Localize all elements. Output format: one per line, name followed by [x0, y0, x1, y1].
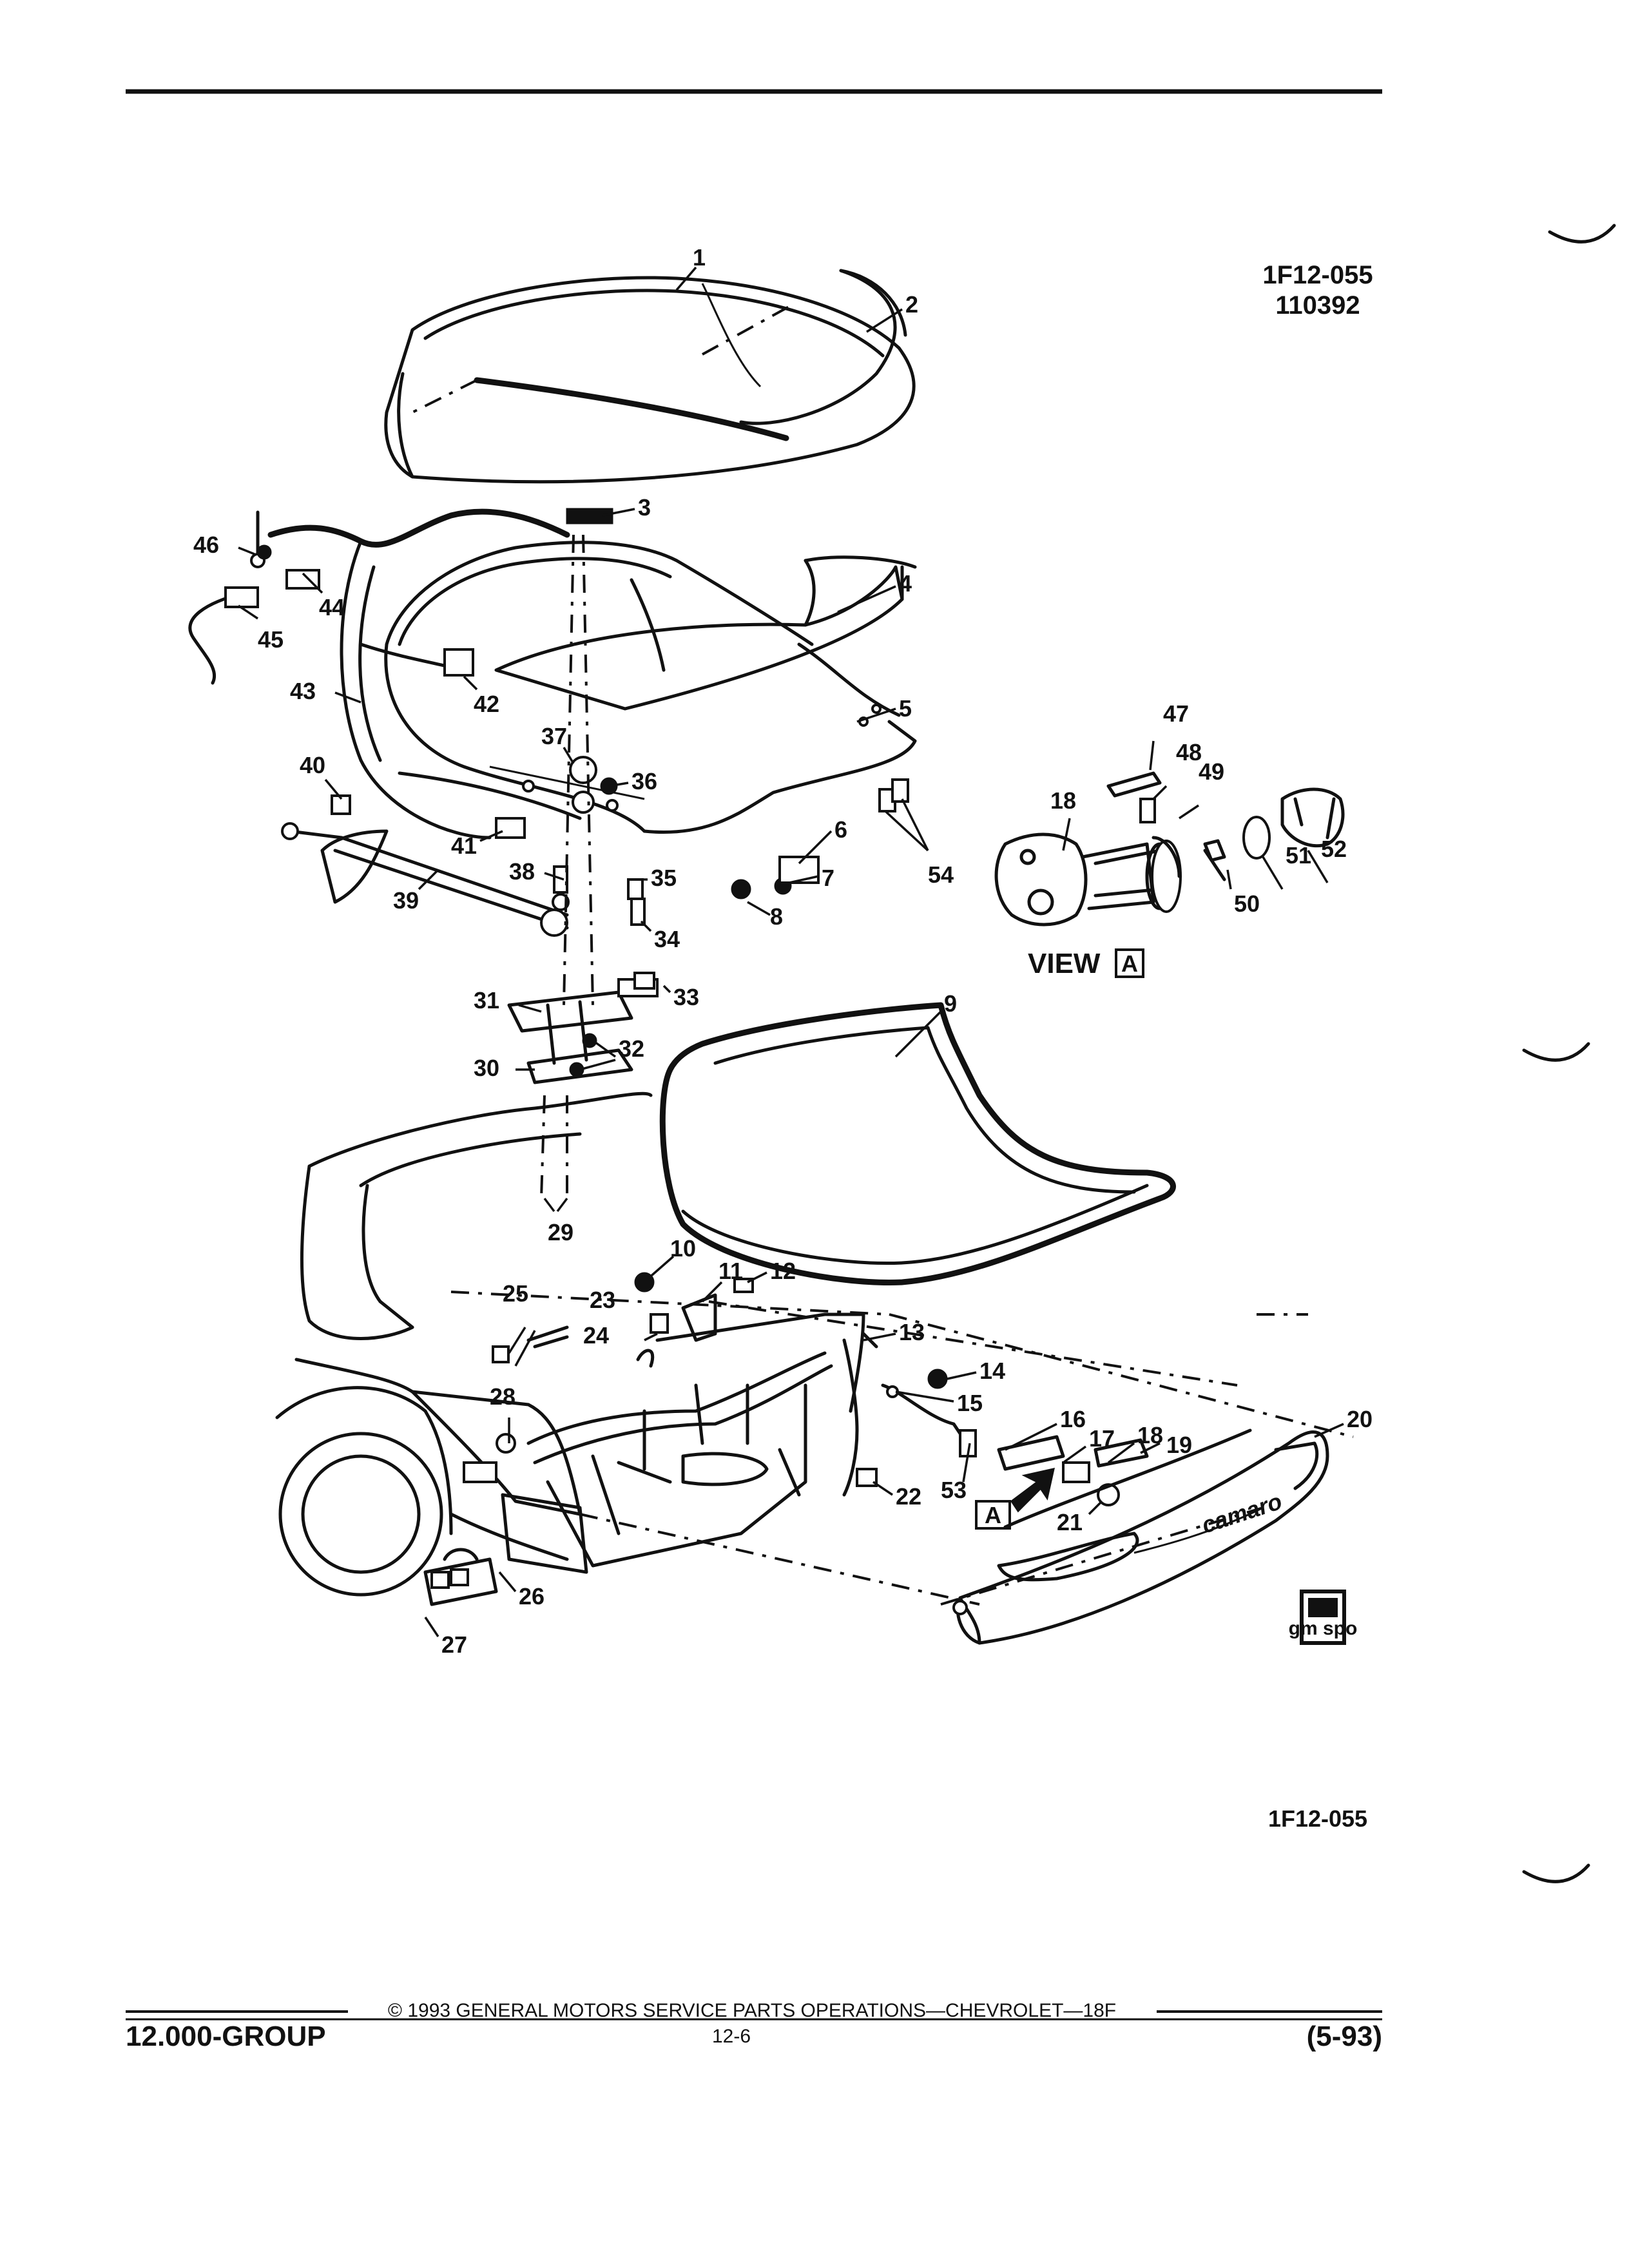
footer-group: 12.000-GROUP	[126, 2021, 326, 2052]
margin-mark-icon	[1522, 1863, 1590, 1883]
callout-42: 42	[474, 691, 499, 717]
callout-12: 12	[770, 1258, 796, 1284]
callout-20: 20	[1347, 1406, 1373, 1432]
callout-19: 19	[1166, 1432, 1192, 1458]
callout-28: 28	[490, 1383, 516, 1410]
leader-lines	[238, 266, 1344, 1637]
callout-labels: 1 2 3 4 5 6 7 8 9 10 11 12 13 14 15 16 1…	[193, 244, 1373, 1658]
callout-37: 37	[541, 723, 567, 749]
footer-copyright: © 1993 GENERAL MOTORS SERVICE PARTS OPER…	[388, 2000, 1116, 2021]
callout-51: 51	[1286, 842, 1311, 869]
callout-45: 45	[258, 626, 284, 653]
view-a-arrow-icon: A	[975, 1468, 1055, 1530]
view-letter: A	[1121, 950, 1138, 977]
callout-8: 8	[770, 903, 783, 930]
rear-fascia-icon: camaro	[952, 1428, 1329, 1645]
callout-36: 36	[631, 768, 657, 794]
callout-23: 23	[590, 1287, 615, 1313]
margin-mark-icon	[1522, 1042, 1590, 1062]
callout-24: 24	[583, 1322, 609, 1349]
callout-18: 18	[1137, 1422, 1163, 1448]
gas-strut-icon	[281, 822, 569, 937]
callout-10: 10	[670, 1235, 696, 1262]
callout-11: 11	[718, 1258, 743, 1284]
callout-9: 9	[944, 990, 957, 1017]
rear-deck-lid-icon	[384, 269, 916, 484]
callout-16: 16	[1060, 1406, 1086, 1432]
callout-39: 39	[393, 887, 419, 914]
deck-lid-seal-icon	[739, 269, 897, 425]
callout-14: 14	[979, 1358, 1005, 1384]
footer-page: 12-6	[712, 2026, 751, 2047]
callout-30: 30	[474, 1055, 499, 1081]
callout-7: 7	[822, 865, 834, 891]
callout-38: 38	[509, 858, 535, 885]
view-letter-box	[1115, 948, 1144, 978]
callout-48: 48	[1176, 739, 1202, 765]
callout-41: 41	[451, 832, 477, 859]
license-lamp-icon	[423, 1548, 498, 1606]
callout-33: 33	[673, 984, 699, 1010]
callout-3: 3	[638, 494, 651, 521]
callout-44: 44	[319, 594, 345, 620]
callout-35: 35	[651, 865, 677, 891]
callout-49: 49	[1199, 758, 1224, 785]
pad-icon	[566, 508, 613, 524]
car-rear-body-icon	[275, 1091, 865, 1597]
callout-21: 21	[1057, 1509, 1083, 1535]
callout-5: 5	[899, 695, 912, 722]
svg-text:camaro: camaro	[1199, 1488, 1285, 1539]
callout-15: 15	[957, 1390, 983, 1416]
callout-46: 46	[193, 532, 219, 558]
lock-cylinder-view-a-icon	[994, 771, 1345, 927]
callout-50: 50	[1234, 890, 1260, 917]
deck-lid-inner-icon	[384, 541, 917, 834]
callout-54: 54	[928, 861, 954, 888]
view-label: VIEW	[1028, 948, 1101, 979]
inset-letter: A	[985, 1502, 1001, 1528]
bottom-diagram-code: 1F12-055	[1268, 1805, 1367, 1832]
callout-18b: 18	[1050, 787, 1076, 814]
callout-22: 22	[896, 1483, 921, 1510]
callout-40: 40	[300, 752, 325, 778]
margin-mark-icon	[1548, 224, 1616, 244]
wiring-harness-icon	[188, 508, 570, 840]
diagram-code-secondary: 110392	[1275, 291, 1360, 320]
callout-26: 26	[519, 1583, 545, 1610]
callout-29: 29	[548, 1219, 574, 1245]
fastener-icons	[256, 544, 909, 990]
gm-spo-logo-icon: gm spo	[1289, 1590, 1358, 1645]
callout-25: 25	[503, 1280, 528, 1307]
callout-32: 32	[619, 1035, 644, 1062]
callout-1: 1	[693, 244, 706, 271]
callout-4: 4	[899, 570, 912, 597]
callout-43: 43	[290, 678, 316, 704]
callout-2: 2	[905, 291, 918, 318]
callout-47: 47	[1163, 700, 1189, 727]
callout-34: 34	[654, 926, 680, 952]
callout-27: 27	[441, 1631, 467, 1658]
callout-17: 17	[1089, 1425, 1115, 1452]
callout-53: 53	[941, 1477, 967, 1503]
diagram-code: 1F12-055	[1262, 261, 1373, 289]
latch-parts-icon	[492, 1272, 1149, 1506]
trunk-weatherstrip-icon	[659, 1002, 1176, 1285]
assembly-lines	[412, 302, 1354, 1606]
callout-13: 13	[899, 1319, 925, 1345]
logo-text: gm spo	[1289, 1618, 1358, 1639]
callout-31: 31	[474, 987, 499, 1014]
callout-6: 6	[834, 816, 847, 843]
hinge-assembly-icon	[507, 978, 659, 1084]
callout-52: 52	[1321, 836, 1347, 862]
footer-date: (5-93)	[1307, 2021, 1382, 2052]
